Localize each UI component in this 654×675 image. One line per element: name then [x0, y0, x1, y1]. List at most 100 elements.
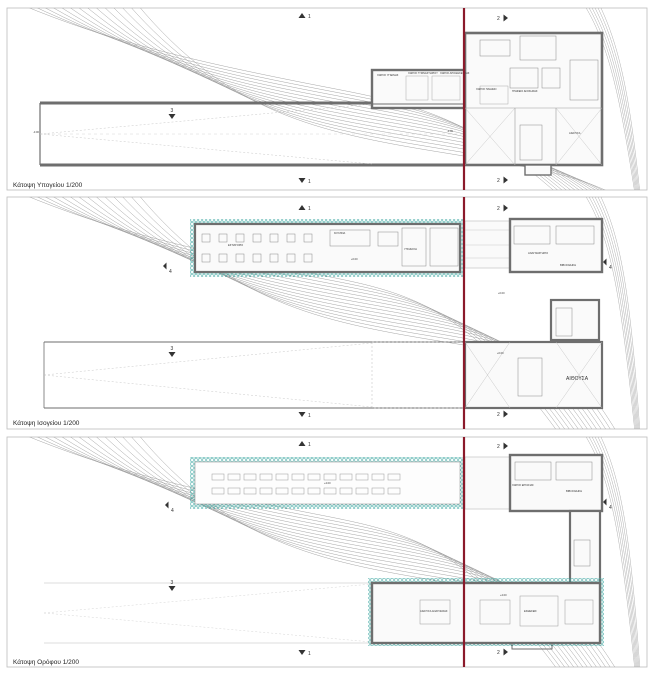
- room-label: ΥΠΟΔΟΧΗ: [404, 247, 417, 251]
- section-marker: 1: [298, 205, 311, 212]
- svg-text:1: 1: [308, 14, 311, 20]
- terrace-bench: [355, 487, 369, 495]
- dining-table: [269, 233, 279, 243]
- contour-line: [113, 8, 596, 190]
- contour-line: [588, 8, 636, 190]
- svg-text:3: 3: [171, 580, 174, 586]
- level-mark: +0.00: [497, 351, 504, 355]
- svg-text:4: 4: [609, 505, 612, 511]
- contour-line: [585, 437, 635, 667]
- terrace-benches: [211, 473, 401, 495]
- room-label: ΧΩΡΟΣ ΥΓΙΕΙΝΗΣ: [377, 73, 399, 77]
- room-label: ΧΩΡΟΣ ΠΑΙΔΙΩΝ: [476, 87, 496, 91]
- dining-table: [218, 233, 228, 243]
- contour-line: [591, 437, 637, 667]
- plan-panel-ground-floor: ΕΣΤΙΑΤΟΡΙΟ ΚΟΥΖΙΝΑ ΥΠΟΔΟΧΗ ΑΝΑΓΝΩΣΤΗΡΙΟ …: [6, 196, 648, 430]
- level-mark: -3.00: [33, 130, 39, 134]
- terrace-bench: [371, 473, 385, 481]
- terrace-bench: [243, 487, 257, 495]
- section-marker: 4: [603, 498, 612, 511]
- dining-tables: [201, 233, 313, 263]
- section-marker: 2: [497, 204, 508, 212]
- section-marker: 1: [298, 650, 311, 657]
- building-block: [464, 217, 604, 342]
- terrace-bench: [387, 473, 401, 481]
- room-label: ΑΙΘΟΥΣΑ: [569, 131, 581, 135]
- plan-panel-upper-floor: ΧΩΡΟΣ ΕΡΓΑΣΙΑΣ ΒΙΒΛΙΟΘΗΚΗ ΑΙΘΟΥΣΑ ΑΝΑΓΝΩ…: [6, 436, 648, 668]
- svg-text:4: 4: [169, 269, 172, 275]
- contour-line: [597, 197, 639, 429]
- contour-line: [594, 8, 638, 190]
- room-label: ΒΙΒΛΙΟΘΗΚΗ: [560, 263, 576, 267]
- room-label: ΕΣΤΙΑΤΟΡΙΟ: [228, 243, 243, 247]
- dining-table: [201, 253, 211, 263]
- terrace-bench: [323, 487, 337, 495]
- room-label: ΚΟΥΖΙΝΑ: [334, 231, 345, 235]
- section-marker: 2: [497, 410, 508, 418]
- contour-line: [122, 8, 600, 190]
- terrace-bench: [275, 473, 289, 481]
- contour-line: [588, 437, 636, 667]
- contour-line: [594, 197, 638, 429]
- terrace-bench: [259, 473, 273, 481]
- restaurant-wing: [190, 219, 465, 277]
- level-mark: -3.00: [447, 129, 453, 133]
- room-label: ΓΡΑΦΕΙΟ ΔΙΟΙΚΗΣΗΣ: [512, 89, 538, 93]
- svg-text:1: 1: [308, 442, 311, 448]
- room-label: ΑΙΘΟΥΣΑ: [566, 376, 589, 382]
- section-marker: 2: [497, 442, 508, 450]
- level-marks: +0.00 +0.00 +0.00: [351, 257, 505, 355]
- plan-title: Κάτοψη Ισογείου 1/200: [13, 419, 80, 427]
- level-mark: +4.00: [324, 481, 331, 485]
- terrace-bench: [355, 473, 369, 481]
- svg-text:3: 3: [171, 346, 174, 352]
- room-label: ΑΙΘΟΥΣΑ ΑΝΑΓΝΩΣΗΣ: [420, 609, 448, 613]
- terrace-bench: [291, 473, 305, 481]
- terrace-bench: [307, 487, 321, 495]
- room-label: ΧΩΡΟΣ ΕΡΓΑΣΙΑΣ: [512, 483, 534, 487]
- terrace-bench: [371, 487, 385, 495]
- room-label: ΧΩΡΟΣ ΑΠΟΘΗΚΕΥΣΗΣ: [440, 71, 470, 75]
- section-markers: 1 2 3 4 4 1 2: [163, 204, 612, 419]
- section-marker: 3: [168, 108, 176, 119]
- section-marker: 4: [603, 258, 612, 271]
- contour-line: [585, 197, 635, 429]
- svg-text:4: 4: [609, 265, 612, 271]
- terrace-bench: [227, 473, 241, 481]
- room-label: ΧΩΡΟΣ ΓΥΜΝΑΣΤΗΡΙΟΥ: [408, 71, 438, 75]
- svg-text:2: 2: [497, 178, 500, 184]
- section-marker: 4: [165, 501, 174, 514]
- dining-table: [303, 233, 313, 243]
- svg-text:1: 1: [308, 413, 311, 419]
- dining-table: [235, 253, 245, 263]
- terrace-bench: [291, 487, 305, 495]
- room-label: ΑΝΑΓΝΩΣΤΗΡΙΟ: [528, 251, 548, 255]
- dining-table: [218, 253, 228, 263]
- contour-line: [591, 197, 637, 429]
- plan-title: Κάτοψη Υπογείου 1/200: [13, 181, 83, 189]
- section-markers: 1 2 3 1 2: [168, 13, 508, 185]
- level-mark: +0.00: [498, 291, 505, 295]
- corridor-perspective: [39, 101, 465, 167]
- section-marker: 2: [497, 14, 508, 22]
- svg-text:2: 2: [497, 16, 500, 22]
- plan-title: Κάτοψη Ορόφου 1/200: [13, 658, 79, 666]
- level-mark: +0.00: [351, 257, 358, 261]
- contour-line: [600, 437, 640, 667]
- section-marker: 4: [163, 262, 172, 275]
- room-label: ΕΚΘΕΣΕΙΣ: [524, 609, 537, 613]
- terrace-bench: [307, 473, 321, 481]
- svg-text:1: 1: [308, 651, 311, 657]
- section-marker: 2: [497, 648, 508, 656]
- terrace-bench: [227, 487, 241, 495]
- building-block: [370, 31, 604, 176]
- level-marks: -3.00 -3.00: [33, 129, 453, 134]
- contour-line: [600, 8, 640, 190]
- contour-line: [597, 437, 639, 667]
- terrace-bench: [211, 473, 225, 481]
- contour-line: [131, 8, 603, 190]
- terrace-bench: [211, 487, 225, 495]
- svg-text:1: 1: [308, 206, 311, 212]
- plan-panel-basement: ΧΩΡΟΣ ΥΓΙΕΙΝΗΣ ΧΩΡΟΣ ΓΥΜΝΑΣΤΗΡΙΟΥ ΧΩΡΟΣ …: [6, 7, 648, 191]
